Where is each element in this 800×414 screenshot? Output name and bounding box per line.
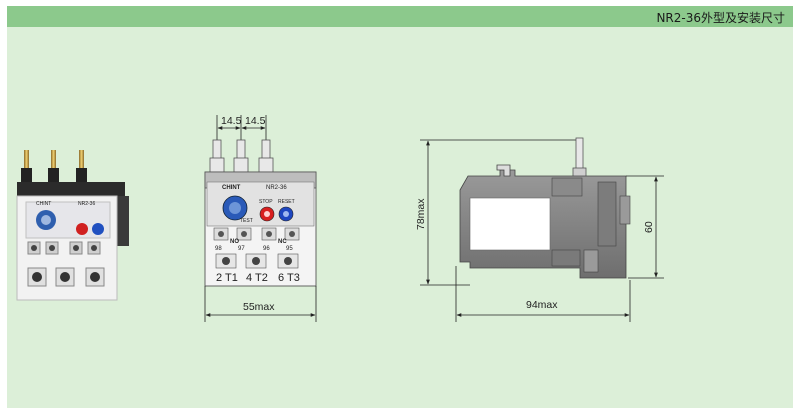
test-label: TEST	[240, 218, 253, 224]
page-title: NR2-36外型及安装尺寸	[656, 11, 785, 25]
svg-text:CHINT: CHINT	[36, 201, 51, 207]
no-term-98: 98	[215, 246, 222, 252]
content-panel	[7, 27, 793, 408]
pitch-dim-1: 14.5	[221, 115, 242, 127]
model-label: NR2-36	[266, 185, 287, 191]
terminal-t3: 6 T3	[278, 272, 300, 284]
height-dim: 78max	[415, 198, 427, 230]
width-dim: 55max	[243, 301, 275, 313]
side-view-drawing: 78max 60 94max	[415, 137, 664, 322]
depth-dim: 94max	[526, 299, 558, 311]
svg-text:NR2-36: NR2-36	[78, 201, 95, 207]
stop-label: STOP	[259, 199, 273, 205]
nc-term-95: 95	[286, 246, 293, 252]
nc-term-96: 96	[263, 246, 270, 252]
no-term-97: 97	[238, 246, 245, 252]
brand-label: CHINT	[222, 185, 241, 191]
nc-label: NC	[278, 239, 287, 245]
mount-dim: 60	[643, 221, 655, 233]
no-label: NO	[230, 239, 239, 245]
pitch-dim-2: 14.5	[245, 115, 266, 127]
terminal-t2: 4 T2	[246, 272, 268, 284]
terminal-t1: 2 T1	[216, 272, 238, 284]
front-view-drawing: 14.5 14.5 CHINT NR2-36 TEST STOP	[204, 115, 317, 322]
product-photo: CHINT NR2-36	[16, 150, 129, 301]
title-bar: NR2-36外型及安装尺寸	[7, 6, 793, 27]
reset-label: RESET	[278, 199, 295, 205]
